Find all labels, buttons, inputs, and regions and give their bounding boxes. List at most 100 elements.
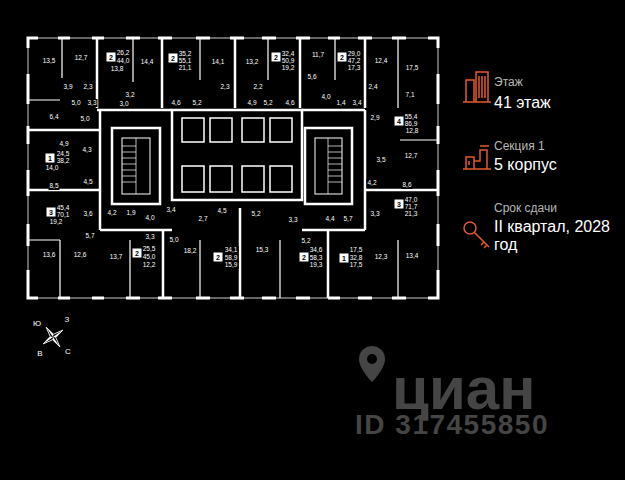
room-area: 3,3 (287, 216, 298, 224)
compass-letter: З (65, 315, 70, 324)
room-area: 3,3 (369, 210, 380, 218)
room-area: 4,3 (81, 146, 92, 154)
compass-letter: С (65, 347, 71, 356)
room-area: 4,6 (170, 99, 181, 107)
watermark: циан (392, 359, 535, 419)
room-count: 2 (274, 54, 278, 61)
room-count: 2 (340, 54, 344, 61)
room-count-badge: 3 (47, 208, 56, 217)
room-area: 12,7 (74, 54, 89, 62)
room-area: 2,7 (197, 215, 208, 223)
info-label: Этаж (494, 75, 523, 89)
room-area: 3,4 (351, 99, 362, 107)
room-area: 6,4 (48, 113, 59, 121)
room-count: 2 (216, 254, 220, 261)
room-area: 12,4 (374, 57, 389, 65)
room-count: 2 (135, 250, 139, 257)
room-count-badge: 2 (133, 249, 142, 258)
room-count-badge: 2 (107, 53, 116, 62)
room-area: 45,0 (142, 253, 157, 261)
room-count-badge: 1 (340, 254, 349, 263)
info-value: II квартал, 2028 год (494, 218, 612, 254)
room-area: 8,5 (48, 182, 59, 190)
room-count-badge: 2 (300, 253, 309, 262)
room-area: 5,2 (262, 99, 273, 107)
room-area: 17,5 (349, 261, 364, 269)
room-area: 19,2 (49, 218, 64, 226)
room-area: 14,4 (140, 58, 155, 66)
room-count: 1 (342, 255, 346, 262)
room-area: 8,6 (401, 181, 412, 189)
room-area: 18,2 (183, 247, 198, 255)
room-area: 13,2 (245, 58, 260, 66)
room-area: 21,1 (178, 64, 193, 72)
room-area: 3,4 (165, 206, 176, 214)
room-count: 2 (302, 254, 306, 261)
room-area: 21,3 (404, 210, 419, 218)
info-icon (463, 72, 491, 248)
room-area: 2,3 (219, 83, 230, 91)
room-area: 4,0 (144, 214, 155, 222)
room-area: 4,5 (216, 207, 227, 215)
room-area: 5,7 (342, 215, 353, 223)
room-area: 14,1 (211, 58, 226, 66)
info-value: 5 корпус (494, 156, 557, 174)
room-area: 5,2 (191, 99, 202, 107)
room-area: 5,6 (306, 73, 317, 81)
room-area: 11,7 (311, 51, 325, 59)
room-area: 2,2 (252, 83, 263, 91)
room-area: 3,0 (118, 100, 129, 108)
room-count: 2 (109, 54, 113, 61)
room-area: 13,4 (405, 252, 420, 260)
room-area: 3,3 (144, 233, 155, 241)
info-label: Секция 1 (494, 139, 545, 153)
room-area: 4,0 (320, 93, 331, 101)
room-area: 3,6 (82, 210, 93, 218)
room-area: 34,6 (309, 246, 324, 254)
room-count: 4 (397, 118, 401, 125)
room-area: 13,5 (42, 57, 57, 65)
core-wall (172, 110, 302, 200)
room-area: 26,2 (116, 49, 131, 57)
compass-letter: Ю (33, 319, 41, 328)
room-area: 4,9 (246, 99, 257, 107)
room-area: 5,7 (84, 232, 95, 240)
room-count-badge: 3 (395, 200, 404, 209)
room-area: 2,4 (367, 83, 378, 91)
room-area: 1,4 (335, 99, 346, 107)
room-area: 15,3 (255, 246, 270, 254)
room-area: 25,5 (142, 245, 157, 253)
room-area: 4,2 (366, 179, 377, 187)
room-area: 12,3 (374, 253, 389, 261)
room-area: 5,2 (300, 237, 311, 245)
room-count-badge: 4 (395, 117, 404, 126)
room-area: 4,2 (106, 209, 117, 217)
room-count: 3 (49, 209, 53, 216)
watermark-id: ID 317455850 (355, 411, 549, 439)
room-area: 19,3 (309, 261, 324, 269)
room-count: 1 (48, 155, 52, 162)
watermark-pin (359, 346, 385, 382)
info-value: 41 этаж (494, 94, 551, 112)
partition-wall (28, 38, 438, 298)
room-area: 13,6 (42, 251, 57, 259)
room-area: 2,9 (369, 114, 380, 122)
room-area: 1,9 (125, 209, 136, 217)
compass-letter: В (37, 349, 42, 358)
outer-wall (28, 38, 438, 298)
room-area: 13,8 (110, 65, 125, 73)
room-area: 5,2 (250, 210, 261, 218)
room-count-badge: 2 (169, 54, 178, 63)
room-area: 4,4 (324, 215, 335, 223)
room-area: 34,1 (224, 246, 239, 254)
room-area: 14,0 (45, 164, 60, 172)
room-area: 4,5 (82, 178, 93, 186)
room-count-badge: 2 (338, 53, 347, 62)
elevator-shaft (182, 118, 292, 192)
room-count-badge: 1 (46, 154, 55, 163)
window-gap (28, 38, 438, 298)
room-area: 12,7 (404, 152, 419, 160)
room-area: 5,0 (79, 115, 90, 123)
room-area: 3,9 (62, 83, 73, 91)
window (28, 38, 438, 298)
